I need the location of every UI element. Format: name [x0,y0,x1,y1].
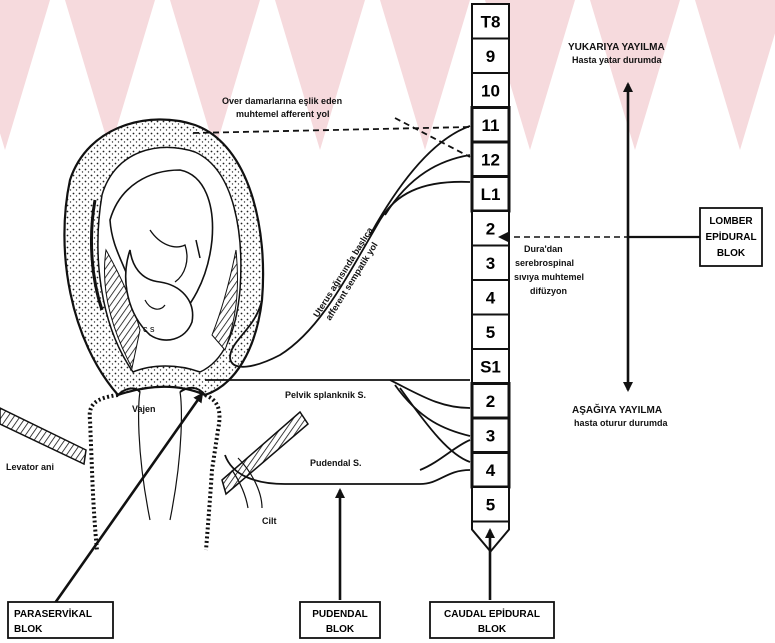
spine-segment-label: 4 [486,461,496,480]
caudal-epidural-box: CAUDAL EPİDURAL BLOK [430,602,554,638]
caudal-box-line-2: BLOK [478,624,507,635]
caudal-box-line-1: CAUDAL EPİDURAL [444,607,540,620]
spine-segment-label: 3 [486,254,495,273]
paracervical-box-line-2: BLOK [14,624,43,635]
lumbar-box-line-3: BLOK [717,248,746,259]
levator-ani-label: Levator ani [6,462,54,472]
spine-segment-label: 9 [486,47,495,66]
pudendal-box-line-1: PUDENDAL [312,609,368,620]
vagina-label: Vajen [132,404,156,414]
downward-spread-subtitle: hasta oturur durumda [574,418,669,428]
lumbar-epidural-box: LOMBER EPİDURAL BLOK [700,208,762,266]
spine-segment-label: S1 [480,357,501,376]
spine-segment-label: 11 [482,116,500,135]
dura-label-line-1: Dura'dan [524,244,563,254]
spine-segment-label: L1 [481,185,501,204]
upward-spread-title: YUKARIYA YAYILMA [568,42,665,53]
spine-segment-label: 5 [486,323,495,342]
paracervical-box-line-1: PARASERVİKAL [14,607,92,620]
pelvic-splanchnic-label: Pelvik splanknik S. [285,390,366,400]
lumbar-box-line-2: EPİDURAL [705,230,756,243]
dura-label-line-4: difüzyon [530,286,567,296]
uterus-illustration: c s [64,120,263,395]
svg-text:c s: c s [143,324,155,334]
spine-segment-label: 2 [486,219,495,238]
spine-segment-label: T8 [481,12,501,31]
uterus-pain-label-line-1: Uterus ağrısında başlıca [311,225,375,319]
pudendal-nerve-label: Pudendal S. [310,458,362,468]
ovary-label-line-2: muhtemel afferent yol [236,109,330,119]
paracervical-box: PARASERVİKAL BLOK [8,602,113,638]
pudendal-box-line-2: BLOK [326,624,355,635]
skin-label: Cilt [262,516,277,526]
spine-segment-label: 5 [486,495,495,514]
upward-spread-subtitle: Hasta yatar durumda [572,55,663,65]
spine-segment-label: 12 [481,150,500,169]
spine-segment-label: 3 [486,426,495,445]
ovary-label-line-1: Over damarlarına eşlik eden [222,96,342,106]
levator-ani-muscle [0,408,308,508]
dura-label-line-3: sıvıya muhtemel [514,272,584,282]
downward-spread-title: AŞAĞIYA YAYILMA [572,403,662,416]
lumbar-box-line-1: LOMBER [709,216,753,227]
pudendal-box: PUDENDAL BLOK [300,602,380,638]
spine-segment-label: 4 [486,288,496,307]
paracervical-arrow [55,394,202,603]
spine-segment-label: 10 [481,81,500,100]
spine-segment-label: 2 [486,392,495,411]
dura-label-line-2: serebrospinal [515,258,574,268]
